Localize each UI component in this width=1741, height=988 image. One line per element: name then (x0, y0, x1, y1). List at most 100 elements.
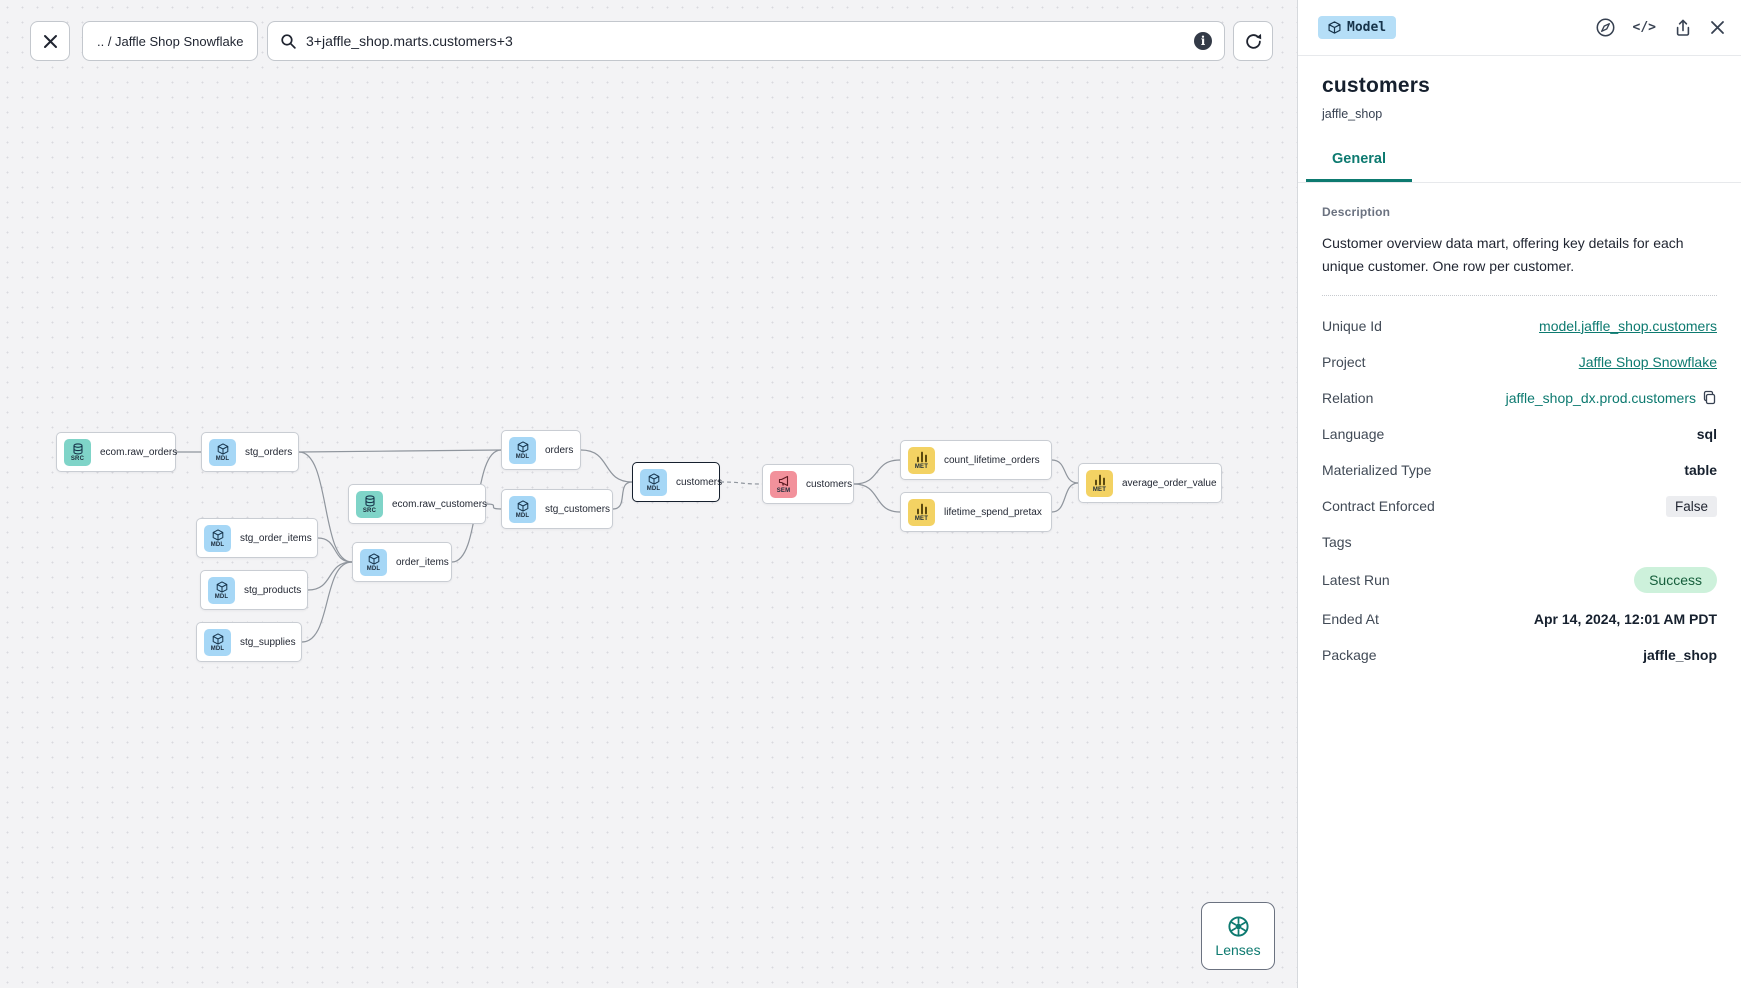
metric-icon: MET (908, 498, 935, 526)
field-value: Apr 14, 2024, 12:01 AM PDT (1533, 610, 1717, 627)
edge-count_lifetime_orders-to-average_order_value (1051, 459, 1079, 484)
search-input[interactable] (306, 33, 1194, 49)
edge-stg_supplies-to-order_items (301, 561, 353, 643)
explore-lineage-button[interactable] (1595, 17, 1616, 38)
tab-general[interactable]: General (1306, 151, 1412, 182)
field-value: model.jaffle_shop.customers (1539, 318, 1717, 334)
description-section: Description Customer overview data mart,… (1298, 183, 1741, 278)
field-row-relation: Relation jaffle_shop_dx.prod.customers (1322, 387, 1717, 408)
node-label: stg_order_items (240, 532, 312, 544)
field-label: Contract Enforced (1322, 497, 1435, 514)
divider (1322, 295, 1717, 297)
node-label: customers (676, 476, 723, 488)
edge-stg_products-to-order_items (307, 561, 353, 591)
field-row-package: Package jaffle_shop (1322, 644, 1717, 665)
edge-stg_customers-to-customers (612, 481, 633, 510)
lineage-search: i (267, 21, 1225, 61)
edge-customers_sem-to-count_lifetime_orders (853, 459, 901, 485)
source-icon: SRC (356, 490, 383, 518)
lenses-button[interactable]: Lenses (1201, 902, 1275, 970)
description-text: Customer overview data mart, offering ke… (1322, 235, 1684, 275)
refresh-button[interactable] (1233, 21, 1273, 61)
node-label: stg_orders (245, 446, 293, 458)
page-title: customers (1322, 74, 1431, 97)
metric-icon: MET (908, 446, 935, 474)
resource-type-badge: Model (1318, 16, 1397, 39)
field-label: Unique Id (1322, 317, 1382, 334)
graph-node-ecom_raw_customers[interactable]: SRC ecom.raw_customers (348, 484, 488, 524)
source-icon: SRC (64, 438, 91, 466)
lineage-edges (176, 449, 1079, 643)
details-panel: Model </> (1297, 0, 1741, 988)
edge-stg_orders-to-order_items (298, 451, 353, 563)
copy-icon[interactable] (1702, 390, 1717, 405)
field-row-project: Project Jaffle Shop Snowflake (1322, 351, 1717, 372)
field-row-unique-id: Unique Id model.jaffle_shop.customers (1322, 315, 1717, 336)
model-cube-icon (1328, 21, 1341, 34)
graph-node-customers[interactable]: MDL customers (632, 462, 723, 502)
field-value: jaffle_shop_dx.prod.customers (1506, 390, 1717, 406)
edge-customers-to-customers_sem (719, 481, 763, 485)
field-link[interactable]: model.jaffle_shop.customers (1539, 317, 1717, 334)
node-label: customers (806, 478, 853, 490)
edge-orders-to-customers (580, 449, 633, 483)
search-info-icon[interactable]: i (1194, 32, 1212, 50)
node-label: order_items (396, 556, 449, 568)
field-label: Package (1322, 646, 1377, 663)
model-icon: MDL (640, 468, 667, 496)
field-label: Ended At (1322, 610, 1379, 627)
close-panel-button[interactable] (1710, 20, 1725, 35)
compass-icon (1596, 18, 1614, 37)
field-link[interactable]: Jaffle Shop Snowflake (1578, 353, 1717, 370)
field-row-tags: Tags (1322, 531, 1717, 552)
field-label: Language (1322, 425, 1385, 442)
field-row-ended-at: Ended At Apr 14, 2024, 12:01 AM PDT (1322, 608, 1717, 629)
breadcrumb[interactable]: .. / Jaffle Shop Snowflake (82, 21, 259, 61)
resource-type-label: Model (1347, 20, 1387, 35)
status-badge: False (1665, 495, 1717, 517)
edge-ecom_raw_customers-to-stg_customers (485, 503, 502, 510)
close-lineage-button[interactable] (30, 21, 70, 61)
node-label: orders (545, 444, 574, 456)
view-code-button[interactable]: </> (1633, 20, 1656, 35)
search-icon (281, 33, 296, 49)
edge-stg_orders-to-orders (298, 449, 502, 453)
field-value: Success (1634, 567, 1717, 594)
share-icon (1676, 19, 1690, 36)
lenses-icon (1227, 915, 1249, 937)
node-label: stg_customers (545, 503, 611, 515)
edge-customers_sem-to-lifetime_spend_pretax (853, 483, 901, 513)
description-label: Description (1322, 205, 1391, 219)
field-label: Project (1322, 353, 1366, 370)
field-label: Relation (1322, 389, 1374, 406)
refresh-icon (1245, 33, 1261, 49)
package-subtitle: jaffle_shop (1322, 107, 1383, 121)
model-icon: MDL (208, 576, 235, 604)
model-icon: MDL (204, 628, 231, 656)
field-row-language: Language sql (1322, 423, 1717, 444)
field-label: Materialized Type (1322, 461, 1432, 478)
close-icon (1711, 21, 1724, 34)
field-value: sql (1696, 425, 1717, 442)
field-value: jaffle_shop (1643, 646, 1717, 663)
node-label: ecom.raw_customers (392, 498, 488, 510)
panel-tabs: General (1298, 150, 1741, 183)
share-button[interactable] (1673, 18, 1693, 38)
relation-value: jaffle_shop_dx.prod.customers (1505, 389, 1696, 406)
close-icon (43, 34, 57, 48)
